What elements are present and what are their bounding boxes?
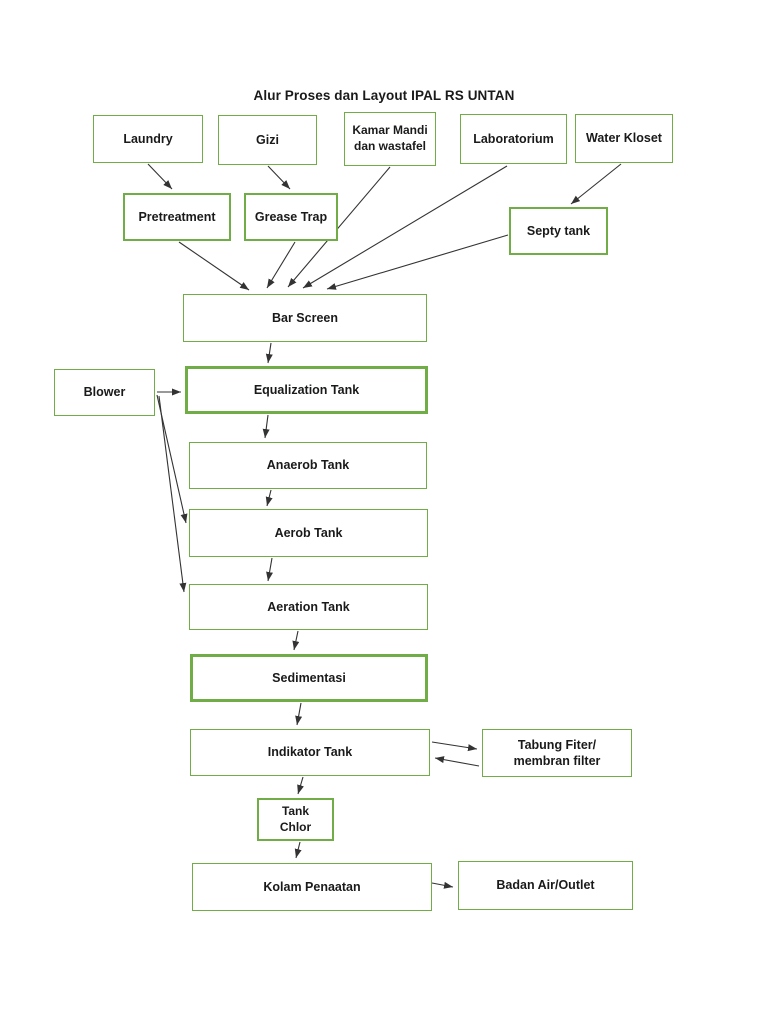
node-water-kloset: Water Kloset xyxy=(575,114,673,163)
node-pretreatment: Pretreatment xyxy=(123,193,231,241)
node-anaerob-tank-label: Anaerob Tank xyxy=(266,458,350,473)
node-aerob-tank-label: Aerob Tank xyxy=(274,525,343,540)
arrow-equalization-to-anaerob xyxy=(262,414,270,439)
node-kamar-mandi: Kamar Mandi dan wastafel xyxy=(344,112,436,166)
node-septy-tank-label: Septy tank xyxy=(526,223,591,238)
node-tank-chlor-label-line2: Chlor xyxy=(279,819,312,834)
node-blower: Blower xyxy=(54,369,155,416)
node-laboratorium-label: Laboratorium xyxy=(473,131,554,146)
node-equalization-tank: Equalization Tank xyxy=(185,366,428,414)
arrow-indikator-to-tank-chlor xyxy=(297,776,304,795)
node-tabung-filter-label-line2: membran filter xyxy=(513,754,601,768)
node-blower-label: Blower xyxy=(83,385,126,400)
arrow-pretreatment-to-bar-screen xyxy=(178,241,250,291)
arrow-tabung-to-indikator xyxy=(434,756,480,767)
arrow-anaerob-to-aerob xyxy=(265,489,273,507)
node-grease-trap-label: Grease Trap xyxy=(254,209,328,224)
node-aerob-tank: Aerob Tank xyxy=(189,509,428,557)
node-badan-air-outlet: Badan Air/Outlet xyxy=(458,861,633,910)
node-gizi: Gizi xyxy=(218,115,317,165)
node-tank-chlor: Tank Chlor xyxy=(257,798,334,841)
node-sedimentasi: Sedimentasi xyxy=(190,654,428,702)
node-bar-screen: Bar Screen xyxy=(183,294,427,342)
arrow-aerob-to-aeration xyxy=(266,557,273,582)
node-badan-air-outlet-label: Badan Air/Outlet xyxy=(496,878,595,893)
node-aeration-tank: Aeration Tank xyxy=(189,584,428,630)
arrow-water-kloset-to-septy-tank xyxy=(570,163,622,205)
arrow-blower-to-aeration xyxy=(158,395,187,593)
arrow-sedimentasi-to-indikator xyxy=(295,702,303,726)
node-bar-screen-label: Bar Screen xyxy=(271,310,338,325)
node-tank-chlor-label-line1: Tank xyxy=(281,803,310,818)
node-kolam-penaatan-label: Kolam Penaatan xyxy=(263,879,361,894)
node-indikator-tank: Indikator Tank xyxy=(190,729,430,776)
node-kolam-penaatan: Kolam Penaatan xyxy=(192,863,432,911)
node-indikator-tank-label: Indikator Tank xyxy=(267,745,353,760)
arrow-laundry-to-pretreatment xyxy=(147,163,173,190)
node-gizi-label: Gizi xyxy=(256,132,279,147)
node-water-kloset-label: Water Kloset xyxy=(586,131,662,146)
arrow-septy-tank-to-bar-screen xyxy=(326,234,509,290)
node-aeration-tank-label: Aeration Tank xyxy=(267,599,350,614)
node-equalization-tank-label: Equalization Tank xyxy=(253,382,360,397)
arrow-indikator-to-tabung xyxy=(431,741,478,752)
node-tabung-filter-label-line1: Tabung Fiter/ xyxy=(517,737,597,752)
arrow-bar-screen-to-equalization xyxy=(265,342,273,364)
node-grease-trap: Grease Trap xyxy=(244,193,338,241)
arrow-aeration-to-sedimentasi xyxy=(292,630,300,651)
node-pretreatment-label: Pretreatment xyxy=(138,209,216,224)
arrow-kolam-to-badan-air xyxy=(431,881,454,889)
diagram-title: Alur Proses dan Layout IPAL RS UNTAN xyxy=(253,88,515,103)
node-sedimentasi-label: Sedimentasi xyxy=(272,670,346,685)
arrow-tank-chlor-to-kolam xyxy=(294,841,302,859)
node-kamar-mandi-label-line2: dan wastafel xyxy=(353,139,427,153)
node-septy-tank: Septy tank xyxy=(509,207,608,255)
node-laundry: Laundry xyxy=(93,115,203,163)
arrow-gizi-to-grease-trap xyxy=(267,165,291,190)
node-laboratorium: Laboratorium xyxy=(460,114,567,164)
node-kamar-mandi-label-line1: Kamar Mandi xyxy=(352,123,428,138)
arrow-blower-to-aerob xyxy=(156,394,188,524)
node-anaerob-tank: Anaerob Tank xyxy=(189,442,427,489)
arrow-grease-trap-to-bar-screen xyxy=(266,241,296,289)
node-laundry-label: Laundry xyxy=(123,131,173,146)
node-tabung-filter: Tabung Fiter/ membran filter xyxy=(482,729,632,777)
